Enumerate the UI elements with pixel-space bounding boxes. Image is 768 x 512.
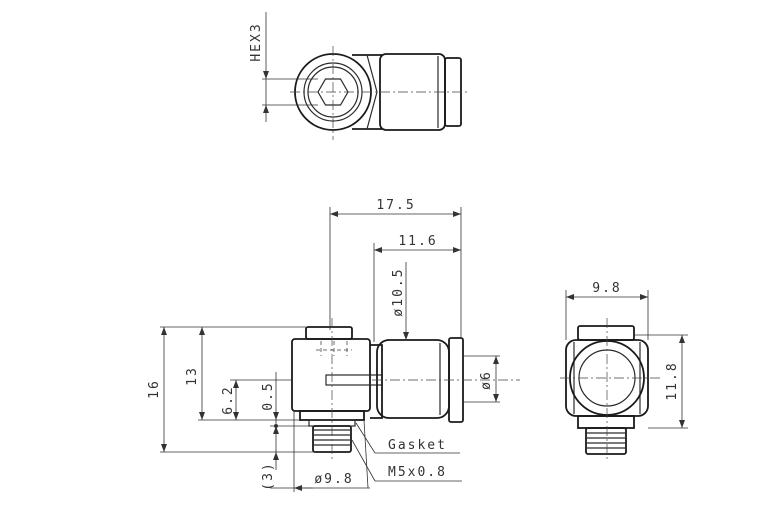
dim-tube-dia: ø6 (479, 370, 494, 390)
dim-overall-length: 17.5 (376, 198, 415, 213)
label-thread: M5x0.8 (388, 465, 447, 480)
dim-base-dia: ø9.8 (314, 472, 353, 487)
dim-height-6-2: 6.2 (221, 385, 236, 414)
dim-gap-0-5: 0.5 (261, 381, 276, 410)
dim-body-dia: ø10.5 (391, 267, 406, 316)
side-view: 9.8 11.8 (560, 281, 688, 462)
front-view: 17.5 11.6 ø10.5 ø6 16 13 (147, 198, 520, 492)
dim-height-16: 16 (147, 379, 162, 399)
label-gasket: Gasket (388, 438, 447, 453)
top-view: HEX3 (249, 12, 470, 140)
dim-body-length: 11.6 (398, 234, 437, 249)
dim-side-height: 11.8 (665, 361, 680, 400)
dim-thread-3: (3) (261, 461, 276, 490)
dim-side-width: 9.8 (592, 281, 621, 296)
dim-height-13: 13 (185, 366, 200, 386)
hex-label: HEX3 (249, 22, 264, 61)
